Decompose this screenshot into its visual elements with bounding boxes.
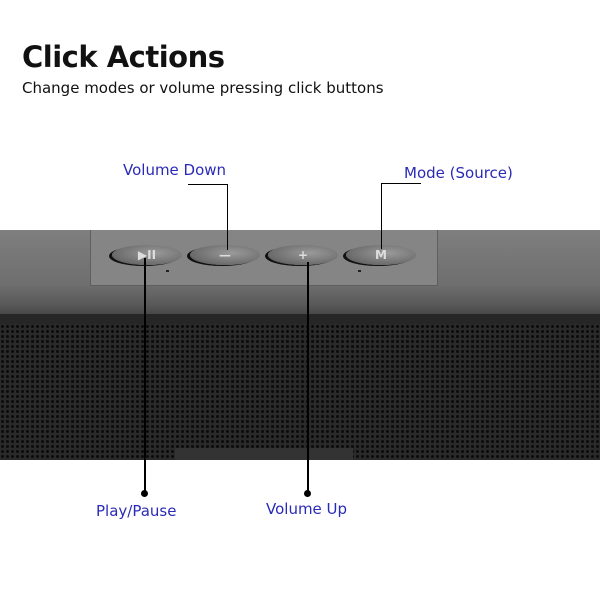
indicator-led bbox=[166, 270, 169, 272]
callout-pin bbox=[141, 490, 148, 497]
callout-line-mode bbox=[381, 183, 382, 249]
page-title: Click Actions bbox=[22, 40, 225, 74]
callout-line-volume-down bbox=[227, 184, 228, 250]
callout-line-play-pause bbox=[144, 258, 146, 493]
callout-pin bbox=[304, 490, 311, 497]
speaker-band bbox=[0, 314, 600, 324]
volume-up-button[interactable]: + bbox=[268, 245, 338, 265]
label-volume-up: Volume Up bbox=[266, 500, 348, 518]
speaker-foot bbox=[175, 448, 353, 460]
page-subtitle: Change modes or volume pressing click bu… bbox=[22, 79, 384, 97]
play-pause-button[interactable]: ▶II bbox=[112, 245, 182, 265]
label-play-pause: Play/Pause bbox=[96, 502, 177, 520]
callout-line-volume-up bbox=[307, 262, 309, 493]
label-mode: Mode (Source) bbox=[404, 164, 513, 182]
label-volume-down: Volume Down bbox=[123, 161, 227, 179]
callout-line-mode bbox=[381, 183, 421, 184]
indicator-led bbox=[358, 270, 361, 272]
mode-button[interactable]: M bbox=[346, 245, 416, 265]
speaker-grille bbox=[0, 324, 600, 460]
volume-down-button[interactable]: — bbox=[190, 245, 260, 265]
callout-line-volume-down bbox=[188, 184, 228, 185]
